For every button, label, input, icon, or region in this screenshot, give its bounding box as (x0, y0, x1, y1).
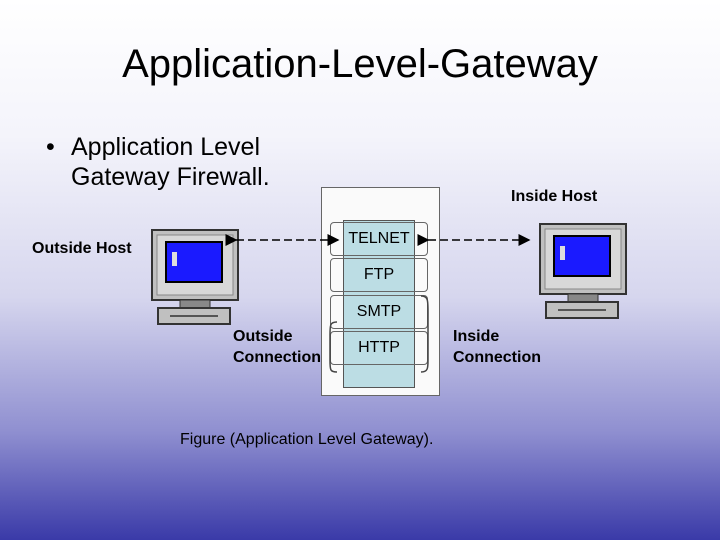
inside-bracket (420, 295, 429, 373)
outside-bracket (329, 321, 338, 373)
slide-title: Application-Level-Gateway (122, 42, 598, 86)
gateway-inner-column (343, 220, 415, 388)
protocol-ftp: FTP (330, 258, 428, 292)
inside-connection-label: Inside Connection (453, 326, 541, 368)
bullet-marker: • (46, 133, 55, 161)
outside-connection-label: Outside Connection (233, 326, 321, 368)
inside-connection-line1: Inside (453, 328, 500, 345)
bullet-text: Application Level Gateway Firewall. (71, 133, 270, 191)
outside-computer-icon (151, 229, 239, 325)
figure-caption: Figure (Application Level Gateway). (180, 431, 434, 448)
inside-connection-line2: Connection (453, 349, 541, 366)
inside-computer-icon (539, 223, 627, 319)
outside-connection-line1: Outside (233, 328, 293, 345)
outside-host-label: Outside Host (32, 240, 132, 257)
outside-connection-line2: Connection (233, 349, 321, 366)
inside-host-label: Inside Host (511, 188, 598, 205)
